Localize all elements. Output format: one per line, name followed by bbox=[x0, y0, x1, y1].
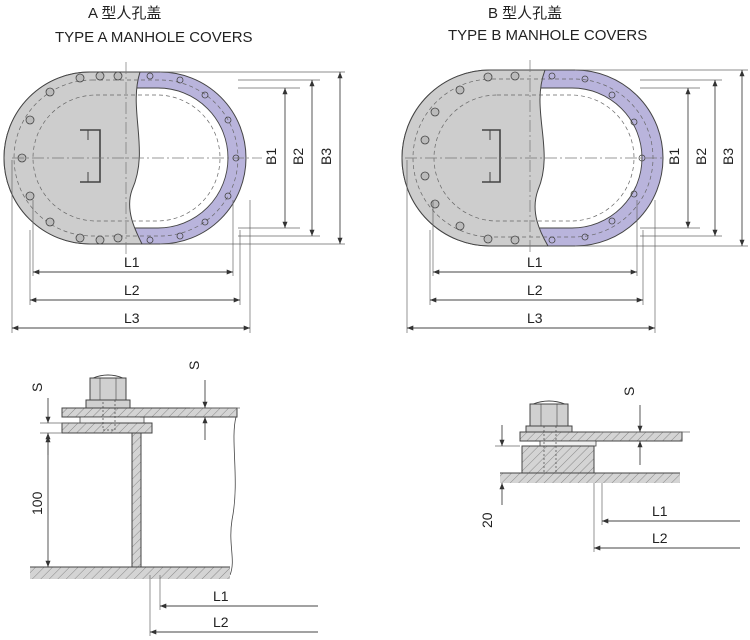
type-b-bolts bbox=[420, 71, 646, 245]
type-b-b2-label: B2 bbox=[693, 148, 709, 165]
type-b-title-en: TYPE B MANHOLE COVERS bbox=[448, 27, 648, 44]
type-b-handle bbox=[482, 129, 501, 183]
type-a-handle bbox=[80, 129, 101, 183]
type-b-s-label: S bbox=[621, 387, 637, 396]
type-b-section bbox=[495, 400, 740, 552]
type-b-title-cn: B 型人孔盖 bbox=[488, 5, 563, 22]
type-b-l1-label: L1 bbox=[527, 254, 543, 270]
type-b-height-20-label: 20 bbox=[479, 512, 495, 528]
type-b-dimensions bbox=[406, 69, 748, 333]
type-b-l2-label: L2 bbox=[527, 282, 543, 298]
type-a-height-100-label: 100 bbox=[29, 491, 45, 515]
type-a-title-en: TYPE A MANHOLE COVERS bbox=[55, 29, 253, 46]
type-a-section-l1-label: L1 bbox=[213, 588, 229, 604]
type-a-b1-label: B1 bbox=[263, 148, 279, 165]
type-a-s-label-left: S bbox=[29, 383, 45, 392]
type-b-cover-plan bbox=[401, 60, 664, 255]
type-a-section-l2-label: L2 bbox=[213, 614, 229, 630]
type-a-bolts bbox=[17, 71, 240, 245]
type-b-b1-label: B1 bbox=[666, 148, 682, 165]
type-b-section-l1-label: L1 bbox=[652, 503, 668, 519]
type-a-cover-plan bbox=[3, 62, 262, 255]
type-b-b3-label: B3 bbox=[720, 148, 736, 165]
type-a-s-label-right: S bbox=[186, 361, 202, 370]
type-a-l3-label: L3 bbox=[124, 310, 140, 326]
type-a-b2-label: B2 bbox=[290, 148, 306, 165]
type-a-l1-label: L1 bbox=[124, 254, 140, 270]
type-a-dimensions bbox=[11, 71, 345, 333]
type-a-title-cn: A 型人孔盖 bbox=[88, 5, 162, 22]
type-a-section bbox=[30, 374, 318, 636]
type-b-section-l2-label: L2 bbox=[652, 530, 668, 546]
type-a-l2-label: L2 bbox=[124, 282, 140, 298]
type-b-l3-label: L3 bbox=[527, 310, 543, 326]
type-a-b3-label: B3 bbox=[318, 148, 334, 165]
